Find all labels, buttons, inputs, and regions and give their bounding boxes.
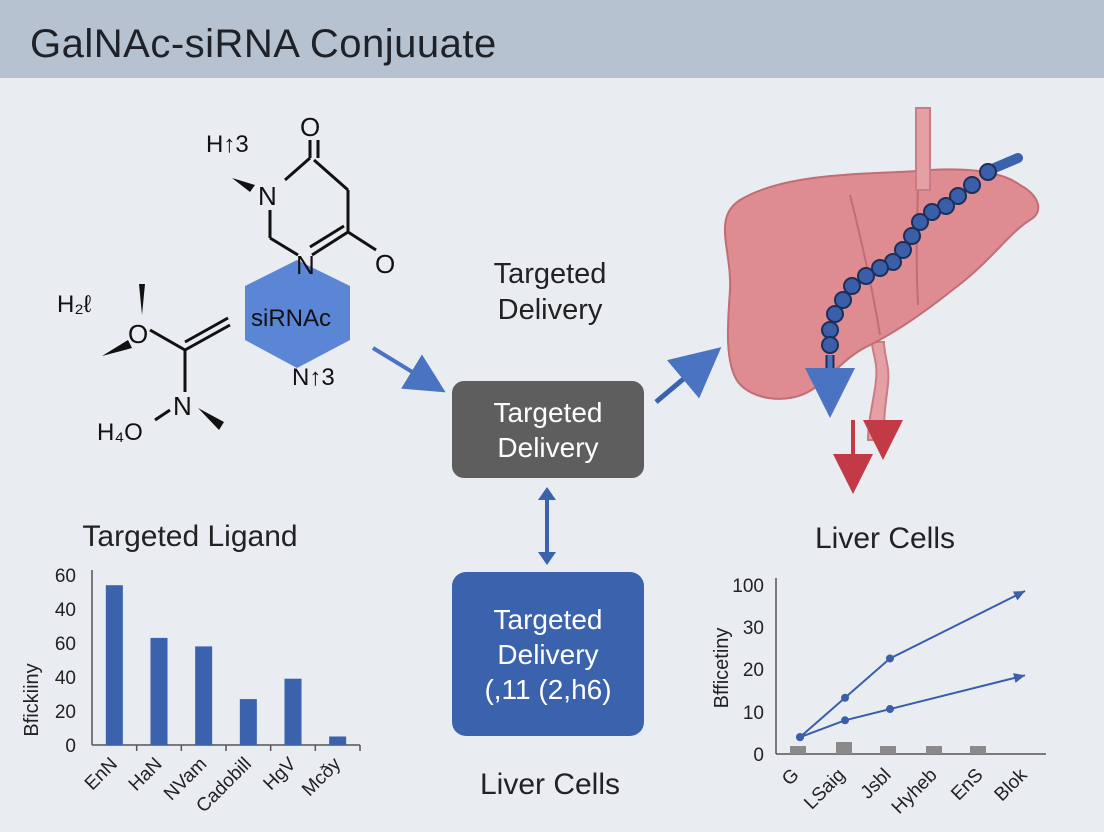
- sirna-bead-chain: [821, 163, 997, 354]
- wedge-bond: [139, 284, 145, 315]
- page-title: GalNAc-siRNA Conjuuate: [30, 22, 497, 66]
- liver-cells-label-bottom: Liver Cells: [479, 768, 621, 801]
- liver-illustration: [723, 107, 1040, 494]
- bar: [195, 646, 213, 745]
- y-tick-label: 10: [743, 703, 764, 724]
- x-tick-label: EnN: [81, 754, 122, 795]
- y-tick-label: 0: [65, 736, 76, 757]
- targeted-delivery-label: Targeted Delivery: [493, 258, 607, 327]
- x-tick-label: EnS: [947, 765, 987, 805]
- box-line: (,11 (2,h6): [484, 673, 612, 705]
- y-tick-label: 0: [753, 745, 764, 766]
- x-tick-label: Hyheb: [888, 765, 942, 819]
- bond: [311, 230, 349, 257]
- y-tick-label: 30: [743, 618, 764, 639]
- y-tick-label: 60: [55, 634, 76, 655]
- arrow-molecule-to-box: [371, 346, 446, 393]
- y-tick-label: 40: [55, 668, 76, 689]
- arrowhead: [1013, 673, 1025, 683]
- data-point: [841, 716, 849, 725]
- x-tick-label: Jsbl: [857, 765, 896, 804]
- bar: [284, 678, 302, 745]
- bar: [150, 637, 168, 745]
- x-tick-label: Mcðy: [298, 753, 345, 800]
- bar: [926, 746, 942, 754]
- atom-h3: H↑3: [206, 131, 249, 158]
- header-bar: [0, 0, 1104, 78]
- bar: [105, 585, 123, 745]
- atom-n-low: N: [173, 391, 192, 421]
- targeted-delivery-box: Targeted Delivery: [452, 381, 644, 478]
- x-tick-label: LSaig: [800, 765, 849, 814]
- box-line: Delivery: [497, 638, 599, 670]
- double-arrow: [538, 487, 556, 565]
- atom-n-h3: N↑3: [292, 364, 335, 391]
- bond: [184, 323, 231, 352]
- bond: [347, 230, 377, 252]
- bond: [184, 316, 229, 344]
- bar: [329, 736, 347, 745]
- bond: [309, 224, 345, 249]
- line-series: [799, 674, 1026, 739]
- atom-o-right: O: [375, 249, 395, 279]
- bond: [284, 156, 311, 182]
- wedge-bond: [232, 178, 255, 192]
- atom-n-left: N: [258, 181, 277, 211]
- bar: [239, 699, 257, 745]
- bar-chart-title: Targeted Ligand: [82, 520, 298, 553]
- bar-chart-ylabel: Bfickiiny: [21, 663, 43, 736]
- line-chart-ylabel: Bfficetiny: [711, 628, 733, 709]
- y-tick-label: 20: [55, 702, 76, 723]
- bond: [269, 236, 299, 257]
- box-line: Targeted: [493, 396, 603, 428]
- arrowhead: [1012, 591, 1025, 601]
- x-tick-label: Blok: [991, 764, 1032, 805]
- atom-o-top: O: [300, 112, 320, 142]
- atom-o-left: O: [128, 319, 148, 349]
- molecule-structure: [102, 140, 377, 430]
- bar: [836, 742, 852, 754]
- bar: [790, 746, 806, 754]
- y-tick-label: 100: [732, 576, 764, 597]
- sirna-hexagon: [245, 260, 350, 368]
- y-tick-label: 20: [743, 660, 764, 681]
- bar: [880, 746, 896, 754]
- wedge-bond: [198, 408, 224, 430]
- box-line: Targeted: [493, 603, 603, 635]
- atom-h4o: H₄O: [97, 419, 143, 446]
- atom-h2: H₂ℓ: [57, 291, 92, 318]
- y-tick-label: 100: [44, 0, 76, 5]
- box-line: Delivery: [497, 431, 599, 463]
- data-point: [796, 733, 804, 742]
- atom-n-mid: N: [296, 250, 315, 280]
- bond: [149, 328, 186, 352]
- data-point: [841, 693, 849, 702]
- y-tick-label: 60: [55, 566, 76, 587]
- y-tick-label: 40: [55, 600, 76, 621]
- data-point: [886, 654, 894, 663]
- x-tick-label: G: [778, 765, 803, 790]
- data-point: [886, 705, 894, 714]
- targeted-delivery-box-blue: Targeted Delivery (,11 (2,h6): [452, 572, 644, 736]
- sirna-label: siRNAc: [251, 305, 331, 332]
- bond: [154, 408, 171, 422]
- line-series: [799, 590, 1026, 738]
- bar: [970, 746, 986, 754]
- arrow-box-to-liver: [654, 347, 722, 404]
- wedge-bond: [102, 340, 132, 356]
- liver-cells-label-right: Liver Cells: [814, 522, 956, 555]
- bond: [313, 158, 349, 192]
- x-tick-label: HgV: [260, 753, 301, 794]
